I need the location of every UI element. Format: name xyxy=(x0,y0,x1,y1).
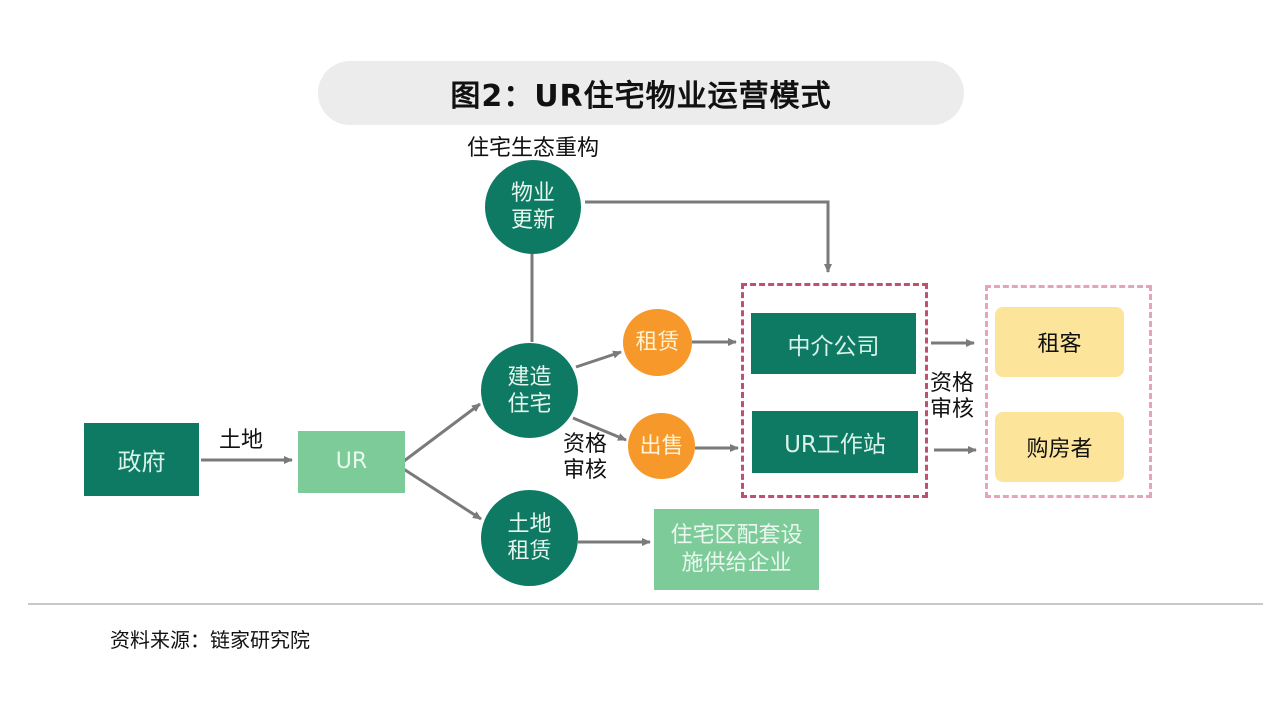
node-agency: 中介公司 xyxy=(751,313,916,374)
node-rent: 租赁 xyxy=(623,309,692,376)
arrow-build-to-sale xyxy=(572,416,627,442)
arrow-ur-to-landlease xyxy=(401,466,482,521)
land-edge-label: 土地 xyxy=(219,428,264,453)
intermediary-group-box xyxy=(741,283,928,498)
arrow-ur-to-build xyxy=(403,402,481,463)
node-buyer: 购房者 xyxy=(995,412,1124,482)
node-ur: UR xyxy=(298,431,405,493)
node-land-lease: 土地 租赁 xyxy=(481,490,578,586)
node-ur-station: UR工作站 xyxy=(752,411,918,473)
arrow-renewal-to-agency xyxy=(585,200,832,273)
qualification-review-label-1: 资格 审核 xyxy=(563,432,608,483)
source-note: 资料来源：链家研究院 xyxy=(110,628,310,652)
customer-group-box xyxy=(985,285,1152,498)
qualification-review-label-2: 资格 审核 xyxy=(930,371,975,422)
node-build-housing: 建造 住宅 xyxy=(481,343,578,438)
divider xyxy=(28,603,1263,605)
node-property-renewal: 物业 更新 xyxy=(485,160,581,254)
node-tenant: 租客 xyxy=(995,307,1124,377)
arrow-build-to-rent xyxy=(575,350,622,369)
node-facilities: 住宅区配套设 施供给企业 xyxy=(654,509,819,590)
housing-ecosystem-label: 住宅生态重构 xyxy=(467,136,600,161)
title-banner: 图2：UR住宅物业运营模式 xyxy=(318,61,964,125)
node-government: 政府 xyxy=(84,423,199,496)
node-sale: 出售 xyxy=(628,413,695,479)
diagram-title: 图2：UR住宅物业运营模式 xyxy=(450,79,832,114)
